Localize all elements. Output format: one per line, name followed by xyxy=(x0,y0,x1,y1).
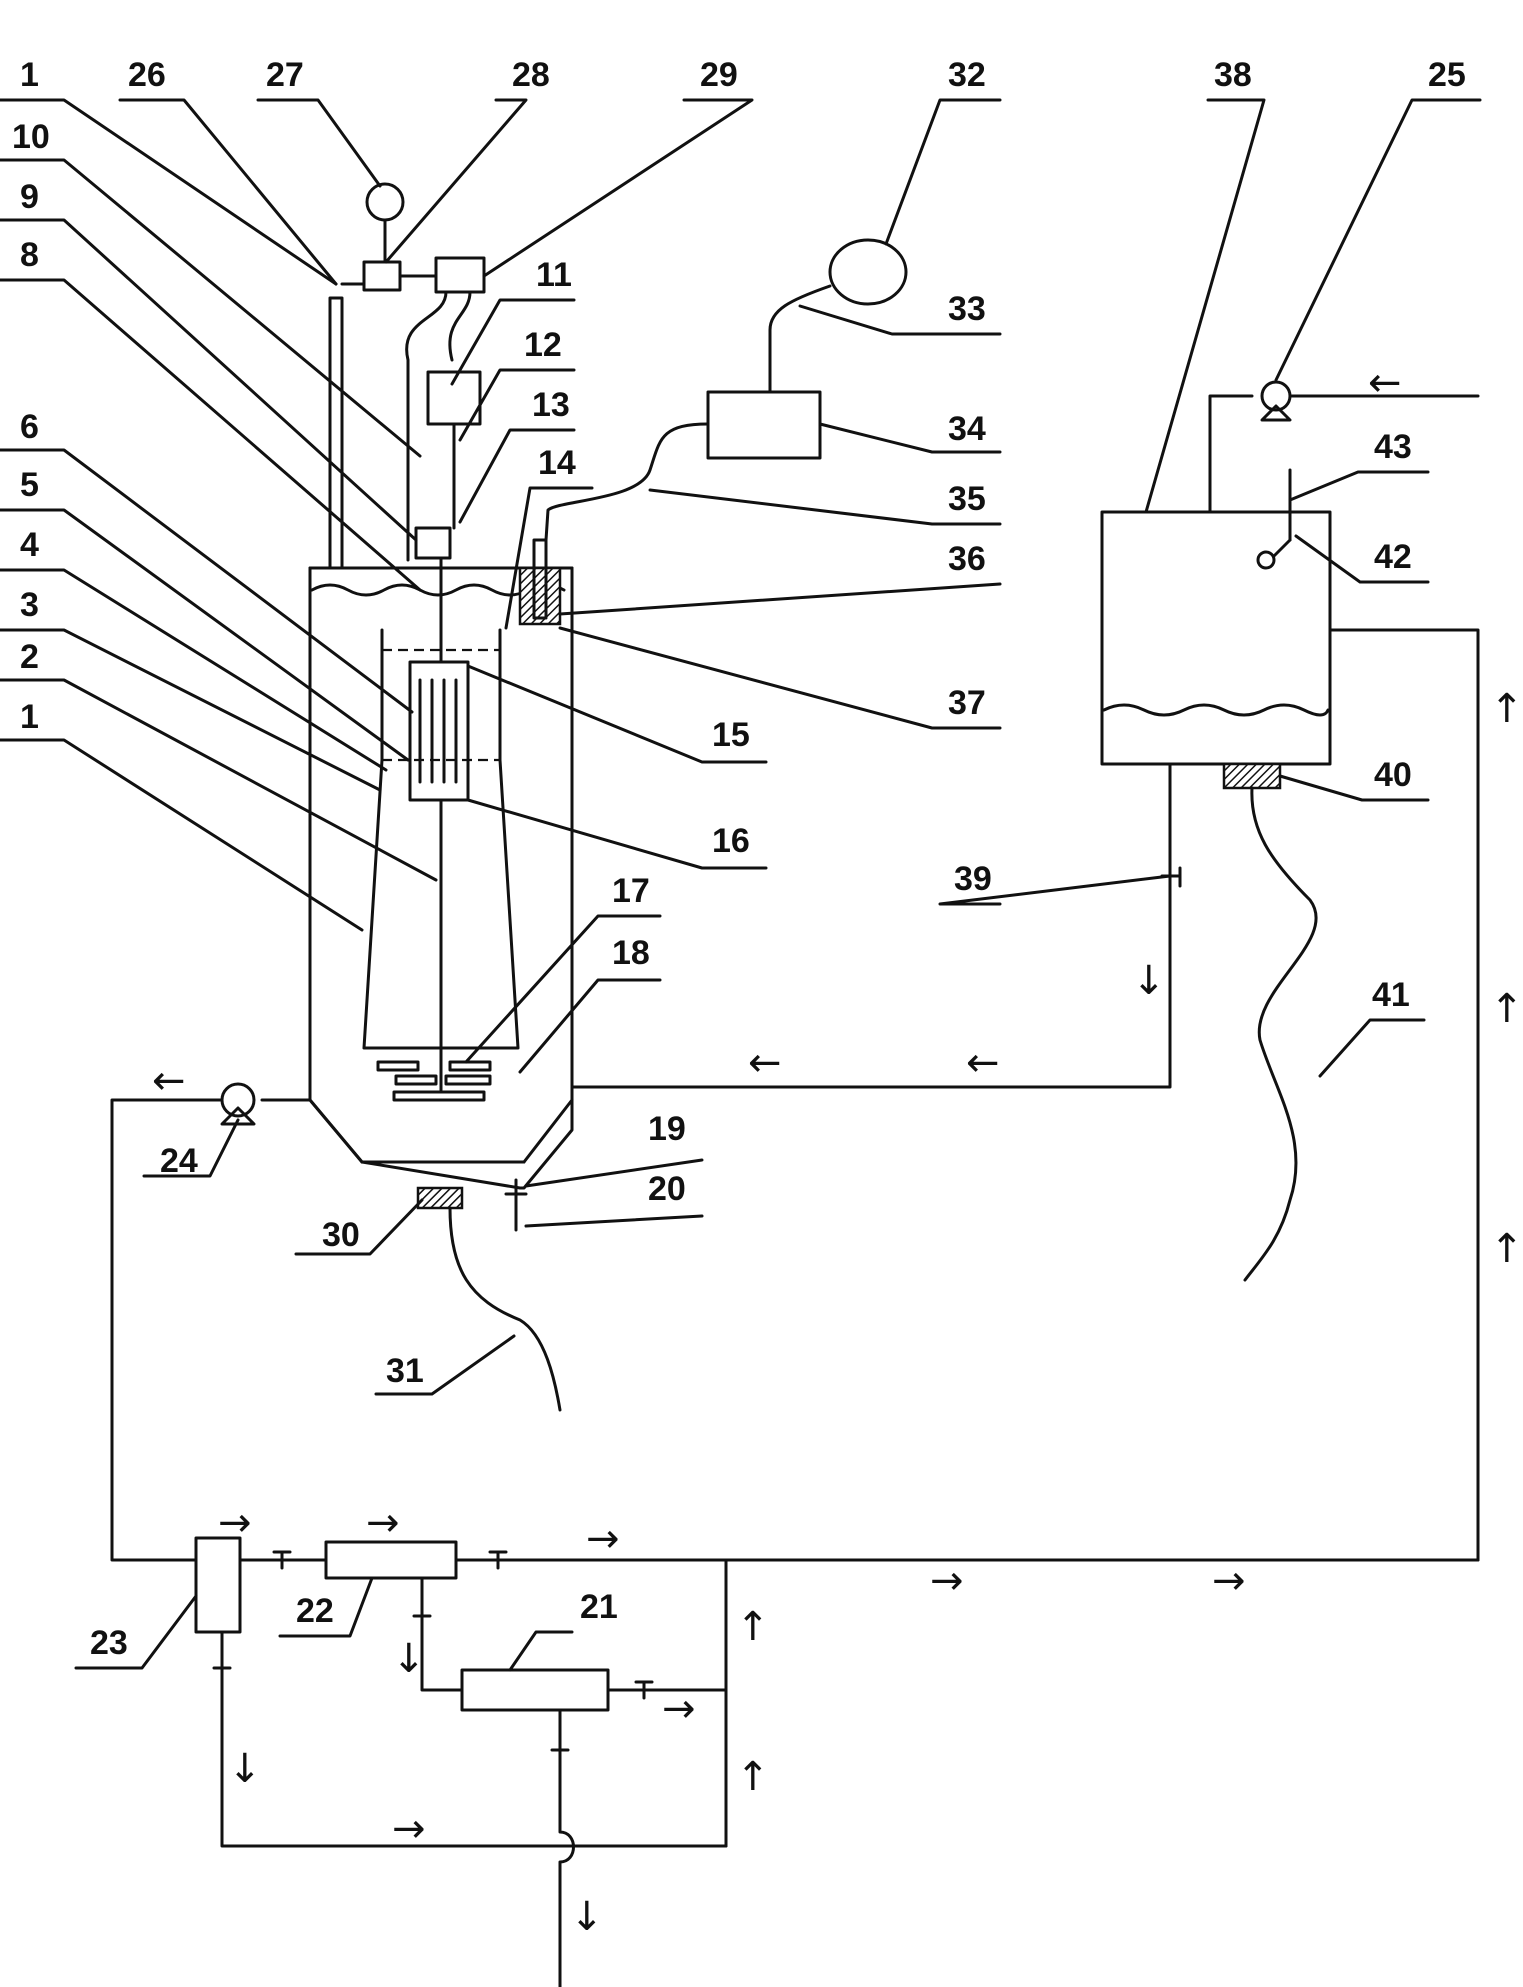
label-1: 1 xyxy=(20,698,39,736)
unit-21 xyxy=(460,1668,610,1712)
feed-line xyxy=(570,762,1172,1089)
label-32: 32 xyxy=(948,56,986,94)
label-8: 8 xyxy=(20,236,39,274)
label-43: 43 xyxy=(1374,428,1412,466)
cable-41 xyxy=(1243,786,1318,1282)
label-37: 37 xyxy=(948,684,986,722)
arrow-up: ↑ xyxy=(1490,1226,1523,1272)
label-3: 3 xyxy=(20,586,39,624)
arrow-down: ↓ xyxy=(1132,958,1166,1004)
arrow-right: → xyxy=(366,1500,400,1546)
indicator-32 xyxy=(828,238,908,306)
float-42 xyxy=(1256,550,1276,570)
label-35: 35 xyxy=(948,480,986,518)
arrow-up: ↑ xyxy=(1490,986,1523,1032)
feed-tank xyxy=(570,380,1480,1562)
gauge-27 xyxy=(365,182,405,222)
label-11: 11 xyxy=(536,256,572,294)
label-9: 9 xyxy=(20,178,39,216)
label-28: 28 xyxy=(512,56,550,94)
label-42: 42 xyxy=(1374,538,1412,576)
label-14: 14 xyxy=(538,444,576,482)
unit-22 xyxy=(324,1540,458,1580)
arrow-left: ← xyxy=(152,1058,186,1104)
gas-box-28 xyxy=(362,260,402,292)
recycle-loop xyxy=(110,1082,1480,1987)
label-12: 12 xyxy=(524,326,562,364)
arrow-down: ↓ xyxy=(570,1894,604,1940)
label-15: 15 xyxy=(712,716,750,754)
arrow-right: → xyxy=(1212,1558,1246,1604)
membrane-module xyxy=(408,660,470,802)
label-6: 6 xyxy=(20,408,39,446)
pump-24 xyxy=(220,1082,256,1118)
tank-hatch-40 xyxy=(1222,762,1282,790)
liquid-level-tank xyxy=(1102,703,1330,717)
label-27: 27 xyxy=(266,56,304,94)
box-29 xyxy=(434,256,486,294)
label-21: 21 xyxy=(580,1588,618,1626)
reactor-vessel xyxy=(308,182,574,1412)
arrow-left: ← xyxy=(748,1040,782,1086)
label-17: 17 xyxy=(612,872,650,910)
controller-group xyxy=(544,238,908,542)
label-33: 33 xyxy=(948,290,986,328)
arrow-right: → xyxy=(930,1558,964,1604)
label-34: 34 xyxy=(948,410,986,448)
label-7: 1 xyxy=(20,56,39,94)
label-5: 5 xyxy=(20,466,39,504)
label-40: 40 xyxy=(1374,756,1412,794)
flow-arrows: ← ← ← ← ↓ ↑ ↑ ↑ → → → → → ↓ → ↑ ↑ ↓ → ↓ xyxy=(152,360,1523,1940)
label-4: 4 xyxy=(20,526,39,564)
impeller xyxy=(376,1060,492,1102)
controller-box-34 xyxy=(706,390,822,460)
label-39: 39 xyxy=(954,860,992,898)
label-16: 16 xyxy=(712,822,750,860)
arrow-up: ↑ xyxy=(1490,686,1523,732)
arrow-right: → xyxy=(392,1806,426,1852)
label-38: 38 xyxy=(1214,56,1252,94)
arrow-right: → xyxy=(218,1500,252,1546)
label-23: 23 xyxy=(90,1624,128,1662)
arrow-right: → xyxy=(662,1686,696,1732)
label-41: 41 xyxy=(1372,976,1410,1014)
label-25: 25 xyxy=(1428,56,1466,94)
arrow-up: ↑ xyxy=(736,1754,770,1800)
label-20: 20 xyxy=(648,1170,686,1208)
cable-31 xyxy=(448,1206,562,1412)
label-10: 10 xyxy=(12,118,50,156)
label-31: 31 xyxy=(386,1352,424,1390)
temperature-probe xyxy=(532,538,548,620)
label-36: 36 xyxy=(948,540,986,578)
arrow-down: ↓ xyxy=(392,1636,426,1682)
unit-23 xyxy=(194,1536,242,1634)
label-13: 13 xyxy=(532,386,570,424)
bottom-hatch-30 xyxy=(416,1186,464,1210)
coupling-box-8 xyxy=(414,526,452,560)
tank-38 xyxy=(1100,510,1332,766)
label-2: 2 xyxy=(20,638,39,676)
label-24: 24 xyxy=(160,1142,198,1180)
arrow-up: ↑ xyxy=(736,1604,770,1650)
arrow-down: ↓ xyxy=(228,1746,262,1792)
part-labels: 1 10 9 8 6 5 4 3 2 1 26 27 28 29 11 12 1… xyxy=(12,56,1466,1662)
return-line xyxy=(1328,628,1480,1562)
leader-lines xyxy=(0,98,1482,1672)
arrow-right: → xyxy=(586,1516,620,1562)
label-26: 26 xyxy=(128,56,166,94)
label-19: 19 xyxy=(648,1110,686,1148)
heater-block xyxy=(518,566,562,626)
label-30: 30 xyxy=(322,1216,360,1254)
label-29: 29 xyxy=(700,56,738,94)
arrow-left: ← xyxy=(966,1040,1000,1086)
arrow-left: ← xyxy=(1368,360,1402,406)
label-22: 22 xyxy=(296,1592,334,1630)
gas-outlet-pipe xyxy=(328,296,344,570)
label-18: 18 xyxy=(612,934,650,972)
